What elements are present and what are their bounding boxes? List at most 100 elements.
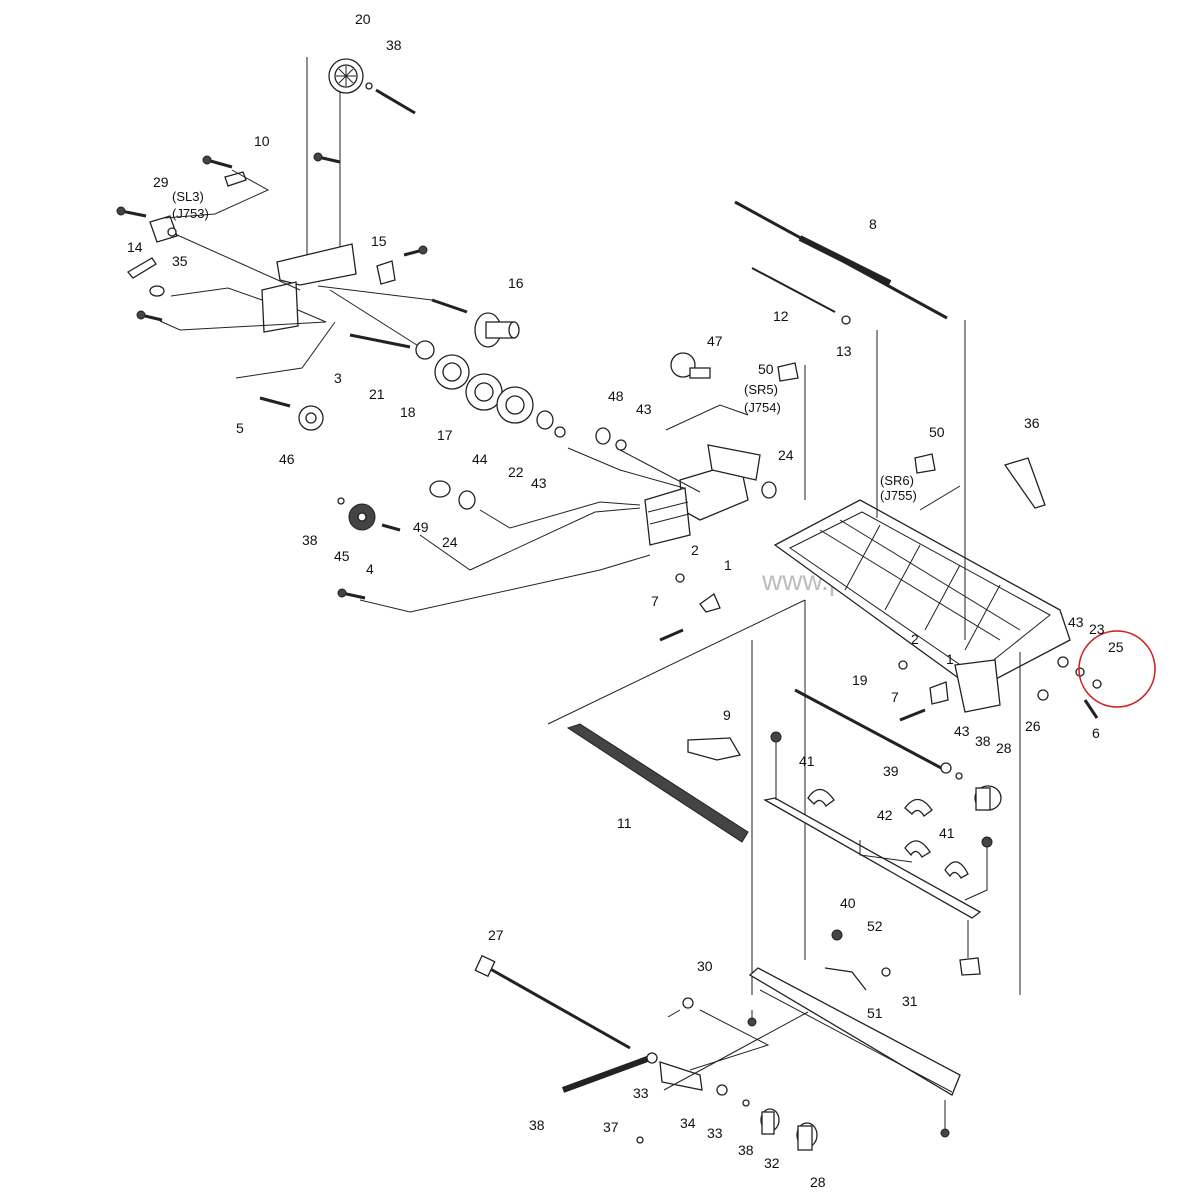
part-43b-bushing <box>615 439 627 451</box>
callout-43: 43 <box>954 723 970 739</box>
callout-51: 51 <box>867 1005 883 1021</box>
callout-33: 33 <box>707 1125 723 1141</box>
part-41b-holder <box>944 861 969 879</box>
callout-38: 38 <box>529 1117 545 1133</box>
callout-44: 44 <box>472 451 488 467</box>
part-14-arm <box>127 257 157 279</box>
center-housing <box>359 404 761 613</box>
part-38-roller <box>561 1055 652 1093</box>
callout-22: 22 <box>508 464 524 480</box>
callout-9: 9 <box>723 707 731 723</box>
callout-numbers: 20 38 10 29 15 14 35 16 3 21 18 5 46 17 … <box>127 11 1124 1190</box>
part-10-bracket <box>224 171 247 187</box>
callout-14: 14 <box>127 239 143 255</box>
part-24-bushing <box>458 490 476 510</box>
pin-shaft <box>431 298 468 314</box>
part-50-sensor <box>777 362 799 382</box>
callout-26: 26 <box>1025 718 1041 734</box>
part-45-gear <box>348 503 376 531</box>
callout-3: 3 <box>334 370 342 386</box>
part-24b-bushing <box>761 481 777 499</box>
callout-49: 49 <box>413 519 429 535</box>
screw-group <box>116 152 428 600</box>
highlight-circle-part-25 <box>1078 630 1156 708</box>
callout-7: 7 <box>651 593 659 609</box>
callout-1: 1 <box>946 651 954 667</box>
connector-j755-label: (J755) <box>880 488 917 503</box>
part-41-holder <box>807 788 835 807</box>
part-22-bushing <box>536 410 554 430</box>
upper-left-assembly <box>116 57 468 600</box>
callout-7: 7 <box>891 689 899 705</box>
callout-28: 28 <box>996 740 1012 756</box>
part-50b-sensor <box>914 453 936 474</box>
callout-32: 32 <box>764 1155 780 1171</box>
part-9-bracket <box>687 737 742 761</box>
callout-39: 39 <box>883 763 899 779</box>
callout-6: 6 <box>1092 725 1100 741</box>
bottom-guide-assembly <box>474 929 961 1151</box>
callout-16: 16 <box>508 275 524 291</box>
callout-33: 33 <box>633 1085 649 1101</box>
callout-48: 48 <box>608 388 624 404</box>
callout-29: 29 <box>153 174 169 190</box>
callout-2: 2 <box>691 542 699 558</box>
callout-21: 21 <box>369 386 385 402</box>
callout-15: 15 <box>371 233 387 249</box>
part-39-holder <box>904 798 933 817</box>
part-30-spring <box>682 997 694 1009</box>
part-49-collar <box>429 480 451 498</box>
callout-5: 5 <box>236 420 244 436</box>
callout-46: 46 <box>279 451 295 467</box>
callout-40: 40 <box>840 895 856 911</box>
part-42-holder <box>904 840 931 858</box>
part-29-solenoid <box>149 215 178 243</box>
connector-sr6-label: (SR6) <box>880 473 914 488</box>
connector-j754-label: (J754) <box>744 400 781 415</box>
callout-36: 36 <box>1024 415 1040 431</box>
callout-19: 19 <box>852 672 868 688</box>
callout-42: 42 <box>877 807 893 823</box>
part-35-spring <box>149 285 165 297</box>
part-15-plate <box>376 260 396 285</box>
part-34-lever <box>659 1061 703 1091</box>
paper-tray-frame <box>734 200 1071 995</box>
part-47-gear <box>670 352 711 379</box>
callout-24: 24 <box>442 534 458 550</box>
lower-bar-assembly <box>763 731 993 976</box>
callout-28: 28 <box>810 1174 826 1190</box>
part-3-shaft <box>349 333 411 349</box>
frame-plate <box>276 243 357 286</box>
part-16-roller <box>474 312 520 348</box>
callout-1: 1 <box>724 557 732 573</box>
callout-30: 30 <box>697 958 713 974</box>
part-19-shaft <box>794 688 946 772</box>
part-32-roller <box>760 1108 780 1135</box>
part-27-shaft <box>484 964 631 1050</box>
callout-17: 17 <box>437 427 453 443</box>
callout-2: 2 <box>911 631 919 647</box>
callout-50: 50 <box>758 361 774 377</box>
connector-sl3-label: (SL3) <box>172 189 204 204</box>
part-44-gear <box>496 386 534 424</box>
bracket-plate <box>261 281 299 333</box>
callout-47: 47 <box>707 333 723 349</box>
callout-45: 45 <box>334 548 350 564</box>
part-46-gear <box>298 405 324 431</box>
callout-52: 52 <box>867 918 883 934</box>
part-11-brush <box>566 723 749 843</box>
part-36-lever <box>1003 457 1046 509</box>
callout-24: 24 <box>778 447 794 463</box>
callout-20: 20 <box>355 11 371 27</box>
callout-43: 43 <box>531 475 547 491</box>
callout-13: 13 <box>836 343 852 359</box>
callout-37: 37 <box>603 1119 619 1135</box>
callout-25: 25 <box>1108 639 1124 655</box>
gear-train <box>298 312 777 532</box>
callout-27: 27 <box>488 927 504 943</box>
connector-sr5-label: (SR5) <box>744 382 778 397</box>
part-28b-roller <box>796 1122 818 1151</box>
part-52-screw <box>831 929 843 941</box>
callout-8: 8 <box>869 216 877 232</box>
